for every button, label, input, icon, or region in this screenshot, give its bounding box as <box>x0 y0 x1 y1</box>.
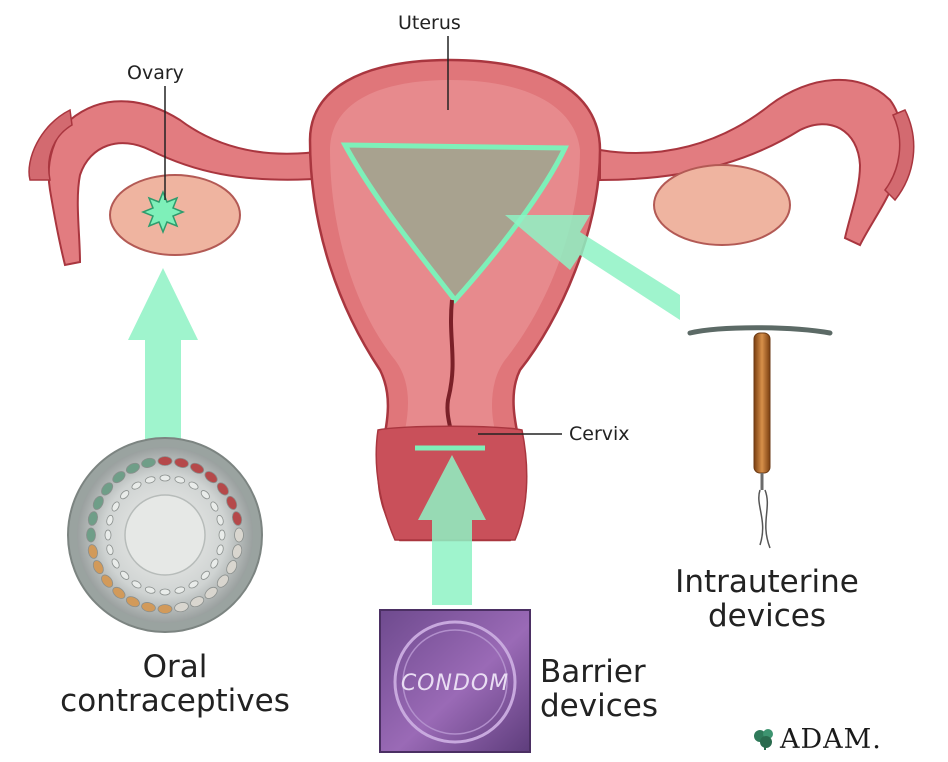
pill <box>160 589 170 595</box>
barrier-devices-label: Barrier devices <box>540 655 658 723</box>
oral-label-line2: contraceptives <box>40 684 310 718</box>
ovum-star <box>143 192 183 232</box>
adam-leaf-icon <box>752 727 778 751</box>
cervix-label: Cervix <box>569 423 630 445</box>
right-ovary <box>654 165 790 245</box>
pill <box>87 528 96 542</box>
pill <box>105 530 111 540</box>
barrier-label-line2: devices <box>540 689 658 723</box>
oral-arrow <box>128 268 198 455</box>
pill <box>158 457 172 466</box>
uterus-label: Uterus <box>398 12 461 34</box>
barrier-label-line1: Barrier <box>540 655 658 689</box>
oral-contraceptives-label: Oral contraceptives <box>40 650 310 718</box>
condom-label: CONDOM <box>401 671 509 696</box>
pill <box>219 530 225 540</box>
condom-package: CONDOM <box>380 610 530 752</box>
ovary-label: Ovary <box>127 62 184 84</box>
adam-logo: ADAM. <box>752 722 882 756</box>
pill-pack <box>68 438 262 632</box>
pill <box>160 475 170 481</box>
iud-label-line2: devices <box>652 599 882 633</box>
adam-logo-text: ADAM. <box>780 724 882 755</box>
iud-label-line1: Intrauterine <box>652 565 882 599</box>
pill <box>158 605 172 614</box>
iud-device <box>690 328 830 548</box>
pill <box>235 528 244 542</box>
oral-label-line1: Oral <box>40 650 310 684</box>
intrauterine-devices-label: Intrauterine devices <box>652 565 882 633</box>
